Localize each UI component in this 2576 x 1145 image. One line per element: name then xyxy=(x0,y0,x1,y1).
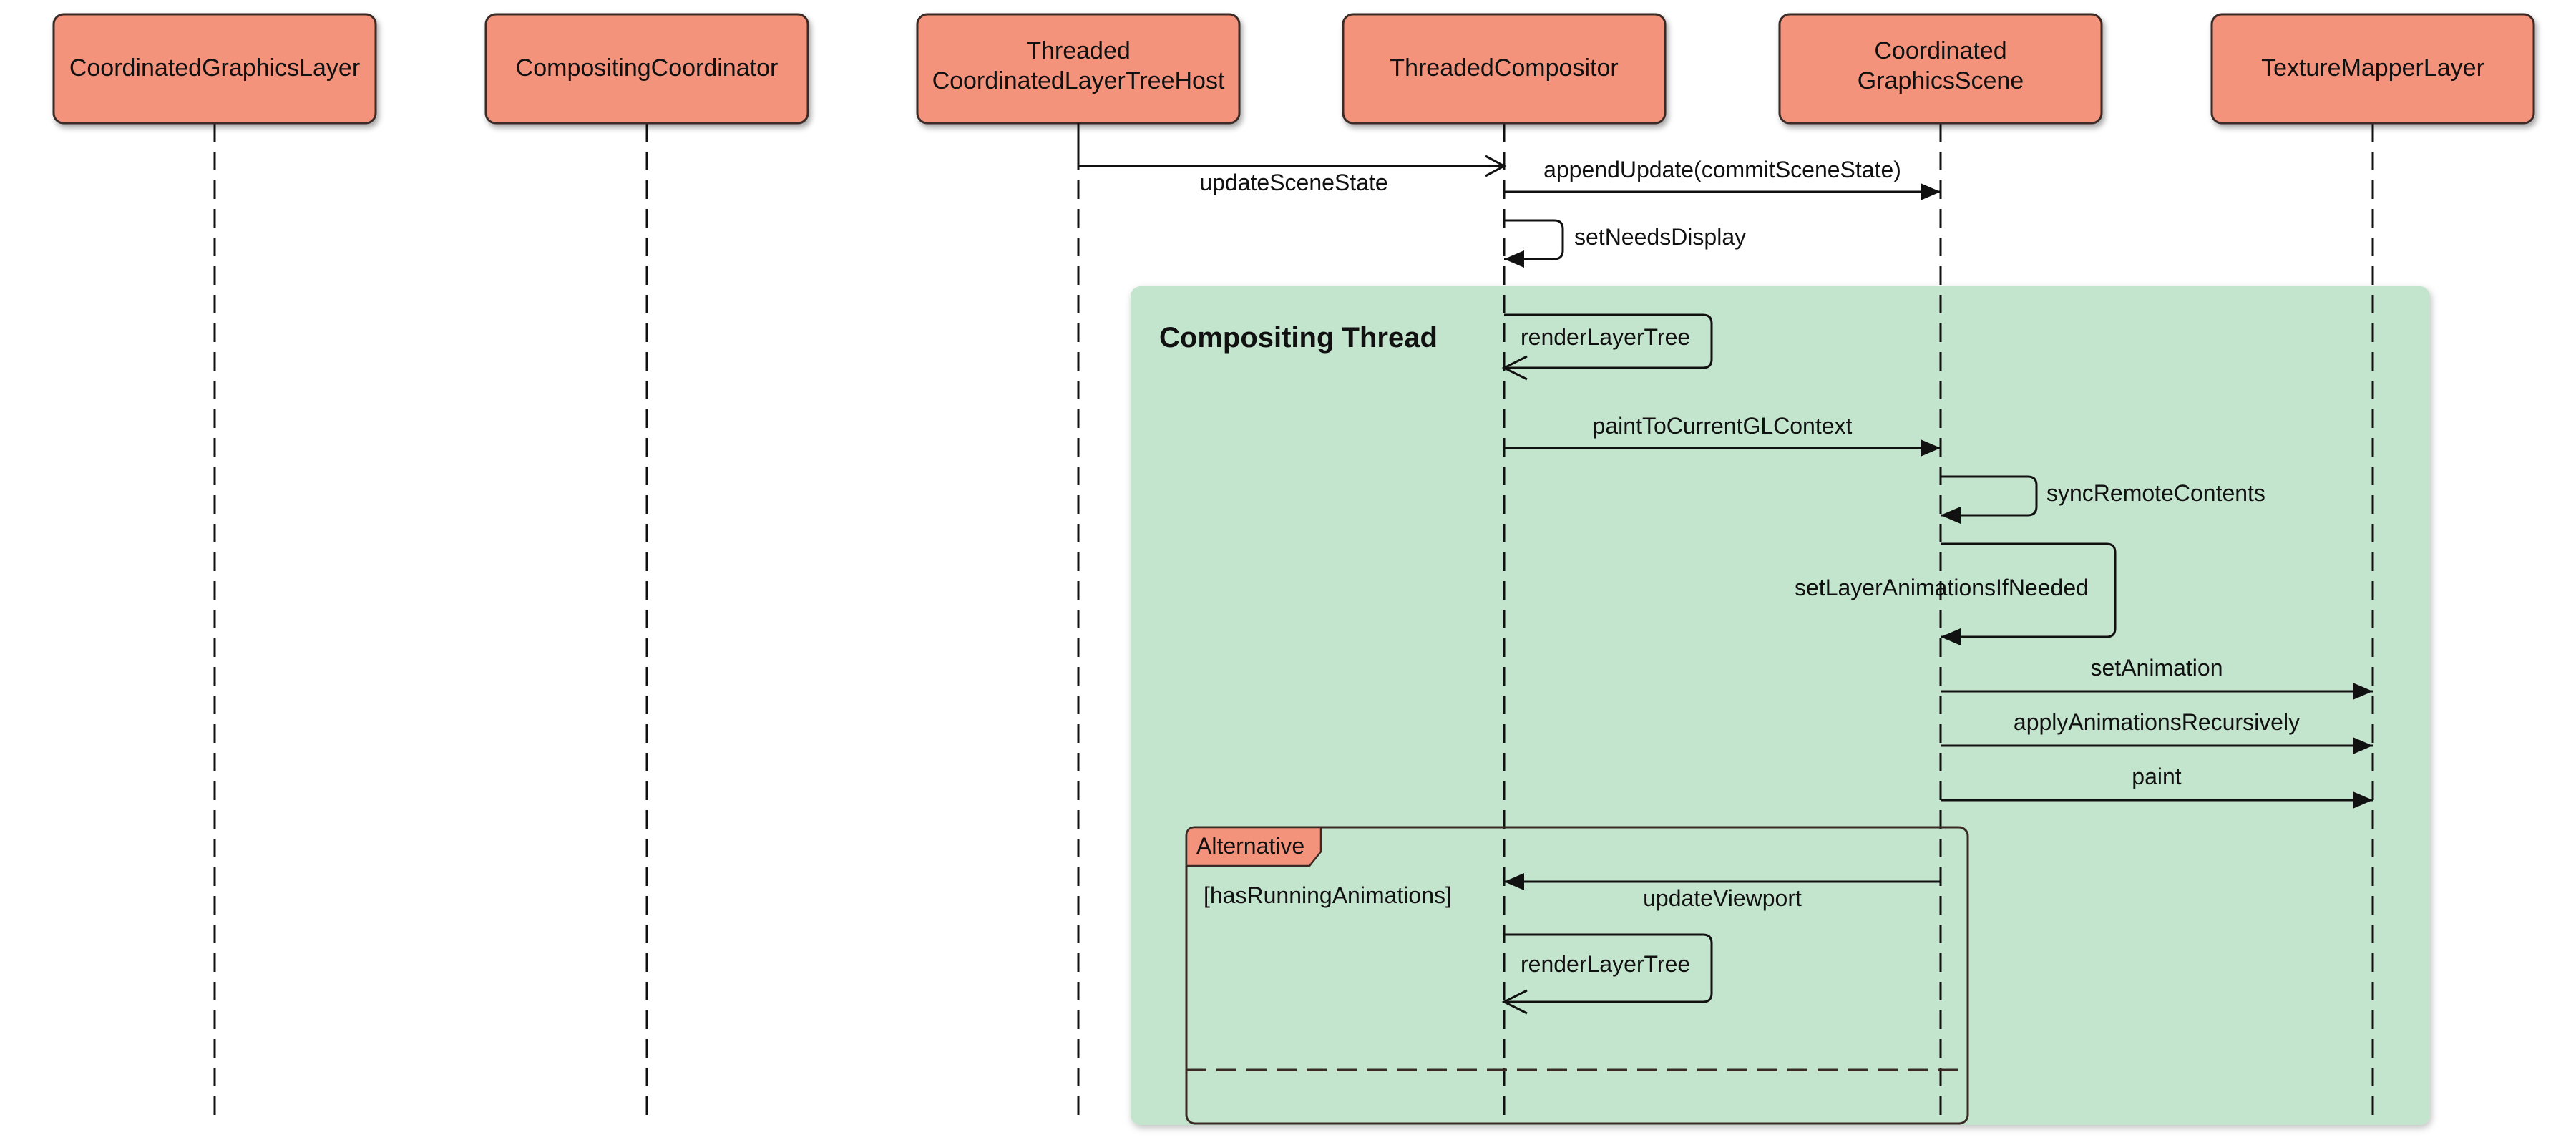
message-label: paintToCurrentGLContext xyxy=(1593,413,1853,439)
message-render-layer-tree: renderLayerTree xyxy=(1501,313,1713,381)
message-label: setLayerAnimationsIfNeeded xyxy=(1795,575,2089,600)
message-line xyxy=(1504,219,1564,260)
message-sync-remote-contents: syncRemoteContents xyxy=(1941,475,2265,524)
open-arrowhead xyxy=(1501,989,1528,1015)
alt-frame xyxy=(1185,826,1969,1125)
filled-arrowhead xyxy=(1921,439,1941,457)
open-arrowhead xyxy=(1485,155,1507,177)
message-label: paint xyxy=(2132,764,2182,789)
filled-arrowhead xyxy=(2353,683,2373,700)
participants: CoordinatedGraphicsLayer CompositingCoor… xyxy=(52,13,2535,125)
message-paint-to-current-gl-context: paintToCurrentGLContext xyxy=(1504,413,1941,457)
filled-arrowhead xyxy=(1504,873,1524,890)
participant-label-line-1: Coordinated xyxy=(1874,37,2006,64)
message-label: updateSceneState xyxy=(1199,170,1387,195)
message-set-animation: setAnimation xyxy=(1941,655,2373,700)
participant-box xyxy=(52,13,377,125)
participant-label: ThreadedCompositor xyxy=(1390,54,1618,82)
compositing-thread-region: Compositing Thread xyxy=(1131,286,2430,1125)
message-line xyxy=(1077,123,1504,167)
message-label: updateViewport xyxy=(1643,885,1802,911)
message-label: renderLayerTree xyxy=(1521,951,1690,977)
message-apply-animations-recursively: applyAnimationsRecursively xyxy=(1941,709,2373,754)
participant-label: TextureMapperLayer xyxy=(2261,54,2484,82)
filled-arrowhead xyxy=(1921,183,1941,200)
filled-arrowhead xyxy=(2353,791,2373,809)
participant-cgl: CoordinatedGraphicsLayer xyxy=(52,13,377,125)
participant-label-line-2: CoordinatedLayerTreeHost xyxy=(932,67,1225,94)
participant-box xyxy=(1342,13,1667,125)
participant-cc: CompositingCoordinator xyxy=(484,13,809,125)
filled-arrowhead xyxy=(1941,507,1961,524)
participant-box xyxy=(484,13,809,125)
message-label: renderLayerTree xyxy=(1521,324,1690,350)
message-set-needs-display: setNeedsDisplay xyxy=(1504,219,1746,268)
filled-arrowhead xyxy=(1941,628,1961,645)
message-line xyxy=(1941,542,2117,638)
message-line xyxy=(1941,475,2038,517)
alt-tag-shape xyxy=(1185,826,1322,867)
participant-label-line-1: Threaded xyxy=(1026,37,1131,64)
message-render-layer-tree-alt: renderLayerTree xyxy=(1501,933,1713,1015)
participant-tml: TextureMapperLayer xyxy=(2210,13,2535,125)
message-label: applyAnimationsRecursively xyxy=(2014,709,2300,735)
message-label: setNeedsDisplay xyxy=(1574,224,1746,250)
messages: updateSceneState appendUpdate(commitScen… xyxy=(1077,123,2373,1015)
message-set-layer-animations-if-needed: setLayerAnimationsIfNeeded xyxy=(1795,542,2117,645)
participant-cgs: Coordinated GraphicsScene xyxy=(1778,13,2103,125)
participant-box xyxy=(1778,13,2103,125)
open-arrowhead xyxy=(1501,355,1528,381)
message-line xyxy=(1504,933,1713,1003)
message-update-viewport: updateViewport xyxy=(1504,873,1941,911)
lifelines xyxy=(213,123,2374,1124)
participant-label-line-2: GraphicsScene xyxy=(1858,67,2024,94)
filled-arrowhead xyxy=(1504,250,1524,268)
message-append-update: appendUpdate(commitSceneState) xyxy=(1504,157,1941,200)
message-update-scene-state: updateSceneState xyxy=(1077,123,1507,195)
message-label: setAnimation xyxy=(2091,655,2223,681)
compositing-thread-background xyxy=(1131,286,2430,1125)
participant-box xyxy=(2210,13,2535,125)
message-paint: paint xyxy=(1941,764,2373,809)
alt-guard-label: [hasRunningAnimations] xyxy=(1204,882,1452,908)
compositing-thread-title: Compositing Thread xyxy=(1159,322,1438,354)
message-label: appendUpdate(commitSceneState) xyxy=(1543,157,1901,182)
message-line xyxy=(1504,313,1713,369)
message-label: syncRemoteContents xyxy=(2046,480,2265,506)
alt-tag-label: Alternative xyxy=(1196,833,1304,859)
participant-tclth: Threaded CoordinatedLayerTreeHost xyxy=(916,13,1241,125)
alternative-fragment: Alternative [hasRunningAnimations] xyxy=(1185,826,1969,1125)
participant-label: CompositingCoordinator xyxy=(516,54,779,82)
participant-tc: ThreadedCompositor xyxy=(1342,13,1667,125)
participant-label: CoordinatedGraphicsLayer xyxy=(69,54,360,82)
filled-arrowhead xyxy=(2353,737,2373,754)
